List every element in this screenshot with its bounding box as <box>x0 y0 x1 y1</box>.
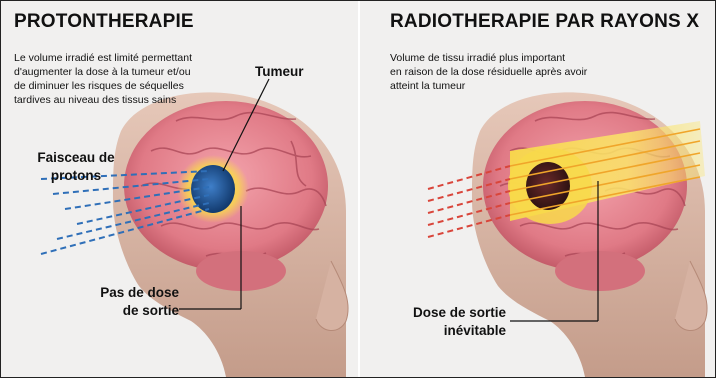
protontherapy-title: PROTONTHERAPIE <box>14 11 194 33</box>
protontherapy-description: Le volume irradié est limité permettant … <box>14 51 192 107</box>
protontherapy-panel: PROTONTHERAPIE Le volume irradié est lim… <box>1 1 358 377</box>
exit-dose-label-line-1: Dose de sortie <box>390 304 506 322</box>
xray-radiotherapy-panel: RADIOTHERAPIE PAR RAYONS X Volume de tis… <box>360 1 716 377</box>
exit-dose-label: Dose de sortie inévitable <box>390 304 506 340</box>
proton-beam-label: Faisceau de protons <box>21 149 131 185</box>
xray-title: RADIOTHERAPIE PAR RAYONS X <box>390 11 699 33</box>
no-exit-dose-label: Pas de dose de sortie <box>69 284 179 320</box>
no-exit-dose-label-line-2: de sortie <box>69 302 179 320</box>
tumor-label: Tumeur <box>255 63 304 81</box>
xray-description: Volume de tissu irradié plus important e… <box>390 51 587 93</box>
no-exit-dose-label-line-1: Pas de dose <box>69 284 179 302</box>
proton-beam-label-line-2: protons <box>21 167 131 185</box>
proton-beam-label-line-1: Faisceau de <box>21 149 131 167</box>
exit-dose-label-line-2: inévitable <box>390 322 506 340</box>
cerebellum <box>555 251 645 291</box>
